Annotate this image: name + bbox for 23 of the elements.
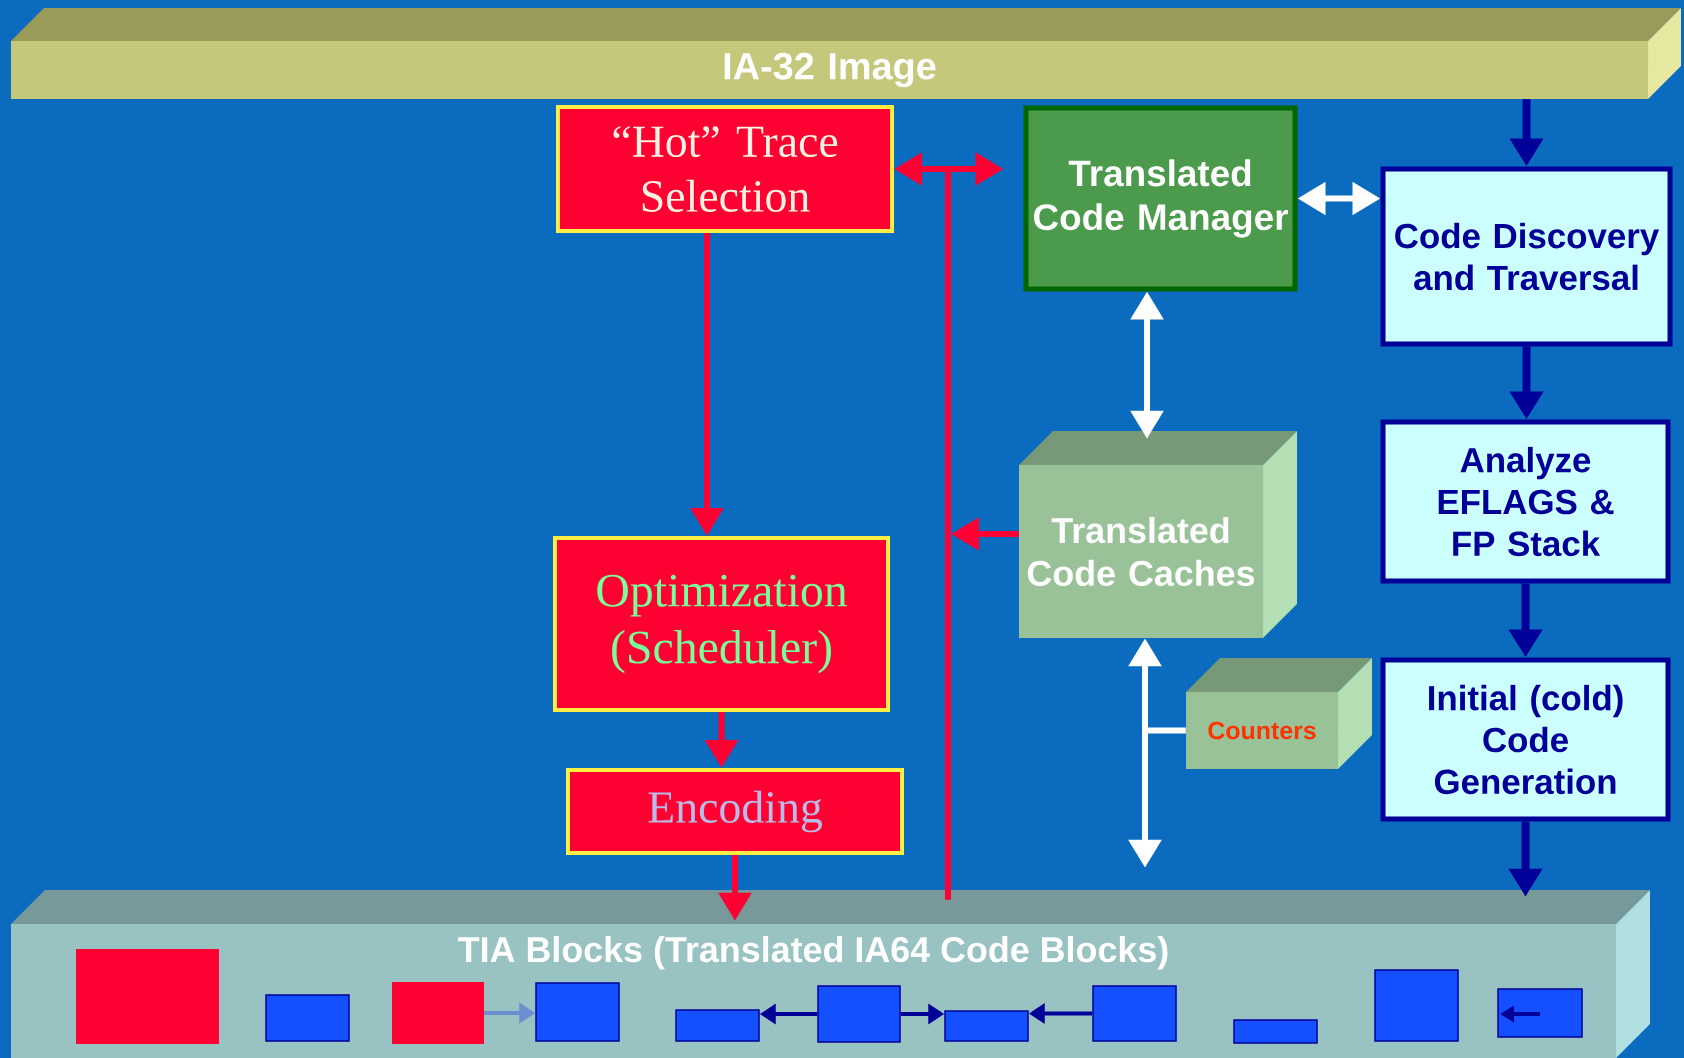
process-box: “Hot” Trace Selection: [556, 105, 894, 233]
process-box: Encoding: [566, 768, 904, 855]
code-block: [1497, 988, 1583, 1038]
code-block: [76, 949, 219, 1044]
process-box: Optimization (Scheduler): [553, 536, 890, 712]
line: [1145, 727, 1186, 734]
code-block: [392, 982, 484, 1044]
process-box: Initial (cold) Code Generation: [1380, 657, 1671, 822]
code-block: [1233, 1019, 1318, 1044]
process-box: Translated Code Manager: [1023, 105, 1298, 292]
code-block: [1374, 969, 1459, 1042]
code-block: [675, 1009, 760, 1042]
code-block: [535, 982, 620, 1042]
process-box: Analyze EFLAGS & FP Stack: [1380, 419, 1671, 584]
process-box: Code Discovery and Traversal: [1380, 166, 1673, 347]
code-block: [944, 1010, 1029, 1042]
code-block: [817, 985, 901, 1043]
cube-box: Translated Code Caches: [1019, 431, 1297, 638]
line: [945, 172, 951, 900]
code-block: [265, 994, 350, 1042]
code-block: [1092, 985, 1177, 1042]
platform-bar: IA-32 Image: [11, 8, 1681, 99]
cube-box: Counters: [1186, 658, 1372, 769]
